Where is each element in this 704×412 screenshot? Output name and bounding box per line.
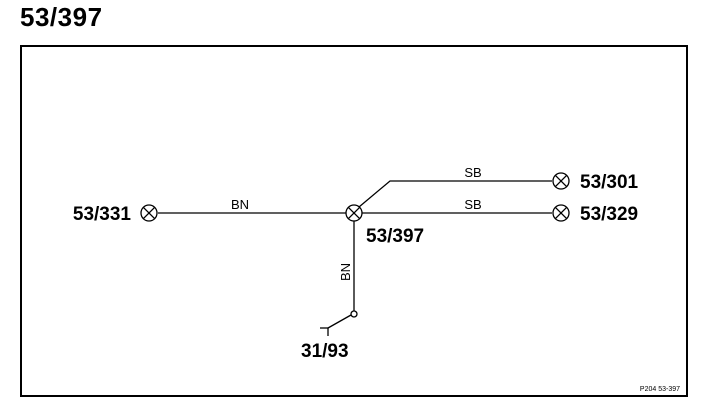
wire-upper-right [358,180,552,208]
connector-right-icon[interactable] [552,204,570,222]
wire-upper-right-color-label: SB [464,165,481,180]
figure-reference: P204 53-397 [640,386,680,393]
ground-switch-icon [320,310,358,336]
wire-right-color-label: SB [464,197,481,212]
wire-down-color-label: BN [338,263,353,281]
ground-label: 31/93 [301,341,349,362]
connector-upper-right-label: 53/301 [580,172,639,193]
connector-center-label: 53/397 [366,226,424,247]
diagram-frame [20,45,688,397]
connector-left-icon[interactable] [140,204,158,222]
connector-upper-right-icon[interactable] [552,172,570,190]
page-title: 53/397 [20,2,103,32]
connector-left-label: 53/331 [73,204,132,225]
connector-right-label: 53/329 [580,204,638,225]
connector-center-icon[interactable] [345,204,363,222]
wire-left-color-label: BN [231,197,249,212]
